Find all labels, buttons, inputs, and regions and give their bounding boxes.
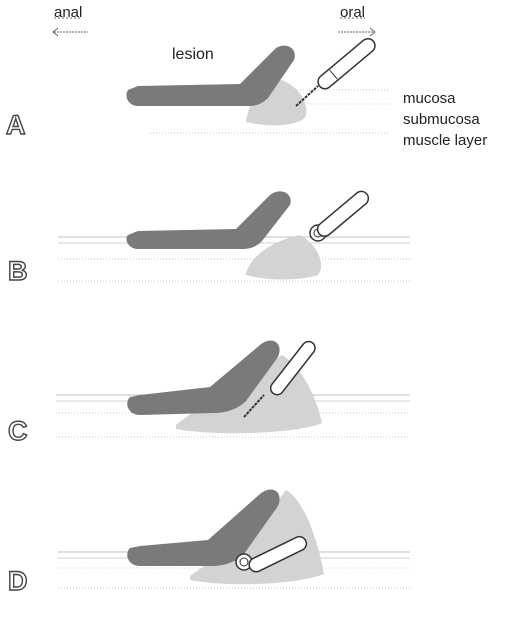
- oral-label: oral: [340, 4, 365, 21]
- lesion-shape: [126, 191, 290, 249]
- injection-needle-icon: [296, 36, 378, 106]
- snare-knife-icon: [310, 189, 371, 241]
- panel-b-diagram: [0, 185, 511, 335]
- panel-d-diagram: [0, 470, 511, 620]
- panel-c-diagram: [0, 325, 511, 475]
- anal-direction-label: anal: [54, 4, 82, 21]
- oral-direction-label: oral: [340, 4, 365, 21]
- anal-label: anal: [54, 4, 82, 21]
- panel-a-diagram: [0, 40, 511, 190]
